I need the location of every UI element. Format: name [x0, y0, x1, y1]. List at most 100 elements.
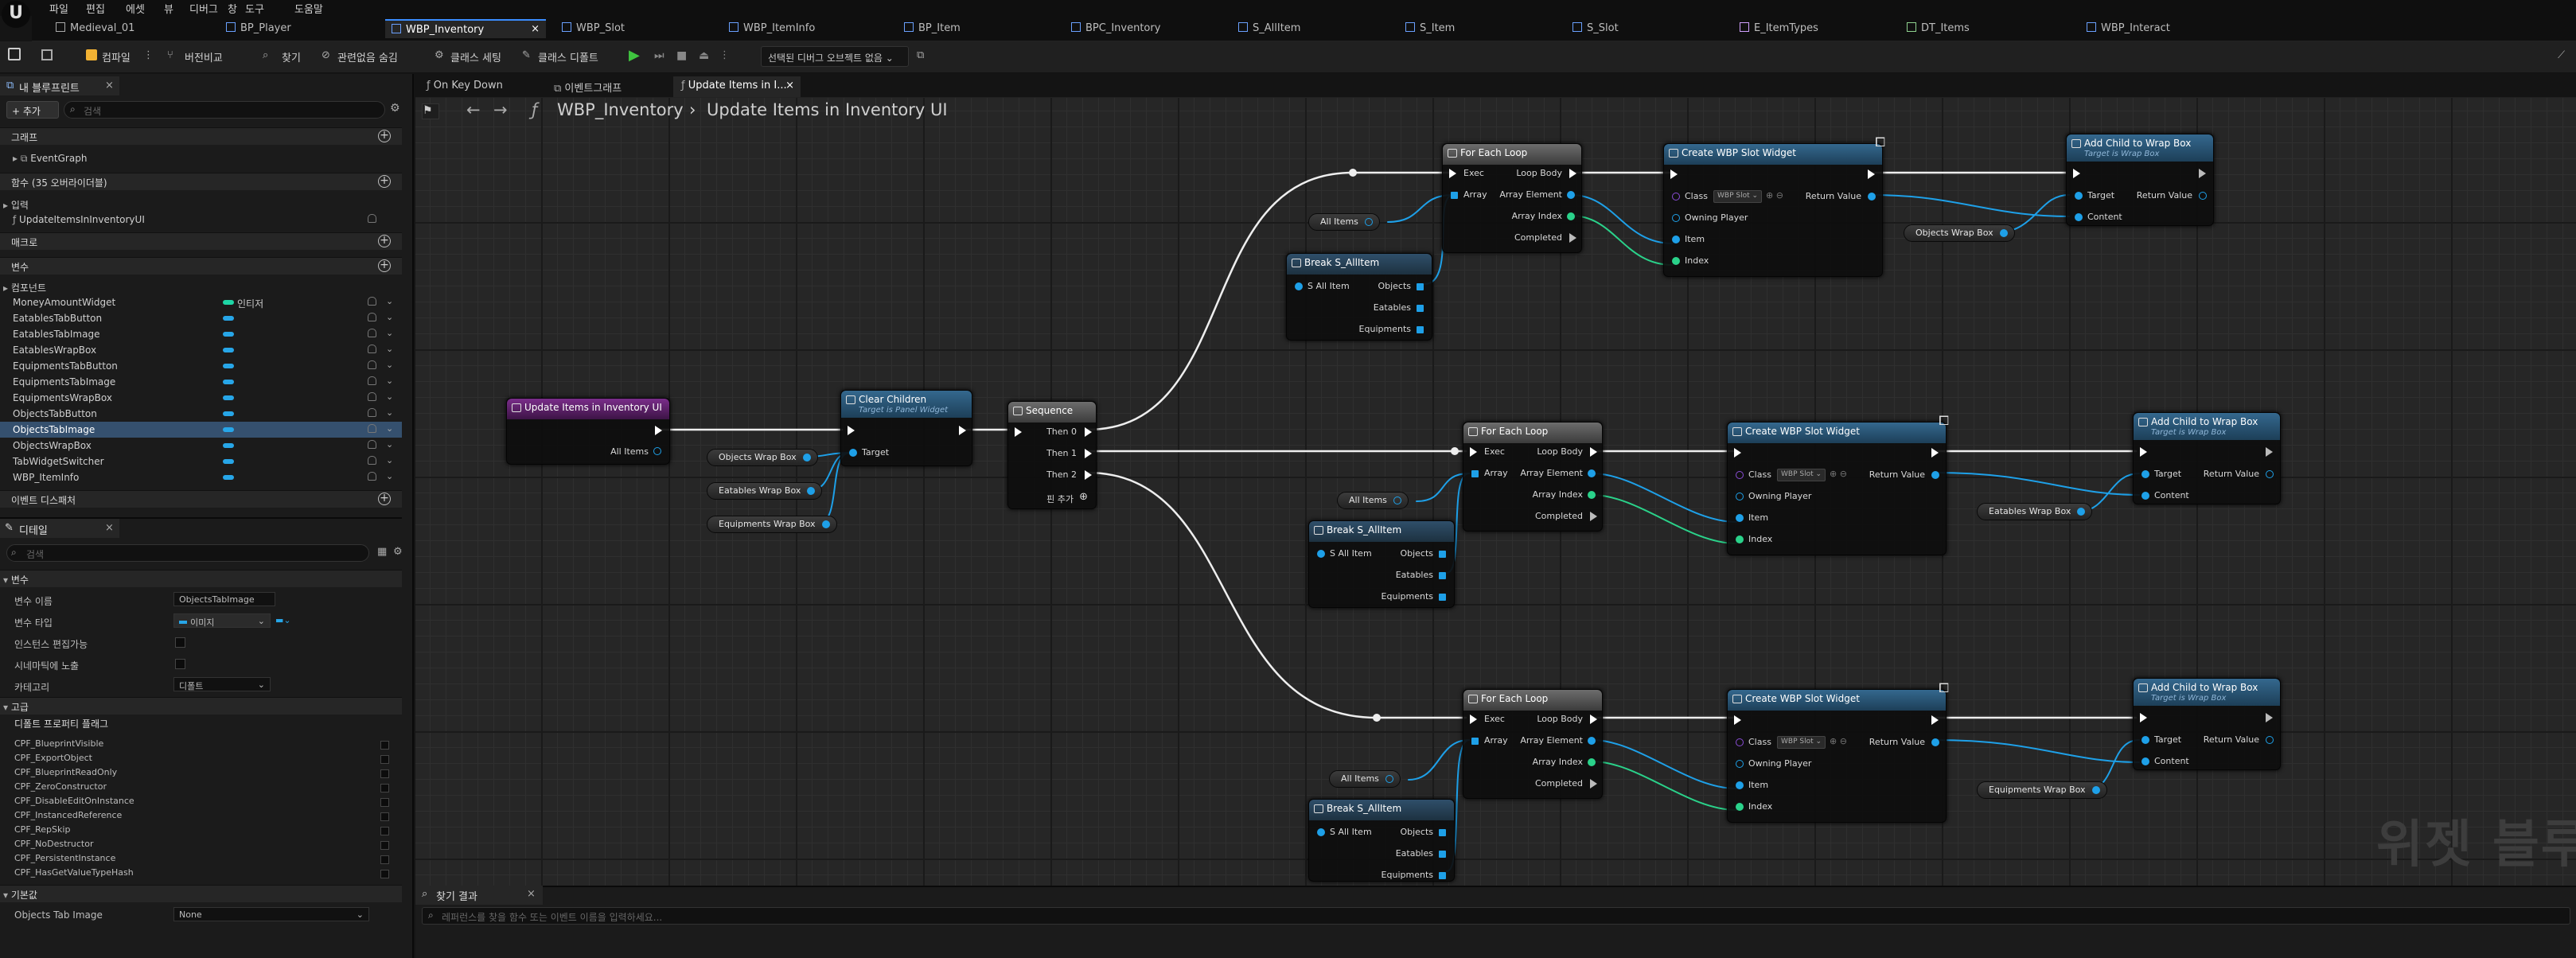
content-pin[interactable] [2075, 213, 2083, 221]
visibility-icon[interactable] [368, 440, 376, 449]
variable-item[interactable]: EatablesWrapBox⌄ [0, 342, 402, 358]
create-widget-node[interactable]: Create WBP Slot Widget ⧠ Class WBP Slot … [1663, 134, 1885, 277]
add-variable-icon[interactable]: + [378, 259, 391, 272]
output-pin[interactable] [821, 520, 830, 528]
instance-editable-checkbox[interactable] [175, 637, 185, 648]
exec-out-pin[interactable] [959, 426, 966, 435]
variable-details-section[interactable]: ▾ 변수 [0, 570, 402, 587]
exec-out-pin[interactable] [2199, 169, 2206, 178]
visibility-icon[interactable] [368, 424, 376, 433]
doc-tab-medieval[interactable]: Medieval_01 [49, 19, 141, 38]
objects-wrap-box-var[interactable]: Objects Wrap Box [1904, 224, 2015, 242]
doc-tab-wbp-iteminfo[interactable]: WBP_ItemInfo [723, 19, 821, 38]
close-tab-icon[interactable]: × [531, 23, 540, 35]
exec-in-pin[interactable] [2073, 169, 2080, 178]
variable-item[interactable]: EatablesTabButton⌄ [0, 310, 402, 326]
class-pin[interactable] [1736, 738, 1744, 746]
loop-body-pin[interactable] [1590, 447, 1597, 457]
chevron-down-icon[interactable]: ⌄ [386, 296, 394, 306]
class-defaults-button[interactable]: 클래스 디폴트 [538, 53, 598, 64]
add-dispatcher-icon[interactable]: + [378, 493, 391, 505]
target-pin[interactable] [2141, 470, 2149, 478]
index-pin[interactable] [1672, 257, 1680, 265]
item-pin[interactable] [1736, 514, 1744, 522]
equipments-pin[interactable] [1417, 326, 1424, 333]
for-each-loop-node[interactable]: For Each Loop Exec Array Loop Body Array… [1463, 422, 1603, 532]
eject-icon[interactable]: ⏏ [699, 49, 710, 62]
add-pin-label[interactable]: 핀 추가 [1046, 494, 1074, 504]
variable-item[interactable]: ObjectsWrapBox⌄ [0, 438, 402, 454]
doc-tab-wbp-slot[interactable]: WBP_Slot [555, 19, 631, 38]
function-entry-node[interactable]: Update Items in Inventory UI All Items [506, 398, 670, 465]
class-dropdown[interactable]: WBP Slot ⌄ [1713, 190, 1763, 203]
var-type-dropdown[interactable]: 이미지⌄ [173, 613, 271, 628]
function-item-updateitems[interactable]: ƒ UpdateItemsInInventoryUI [0, 212, 402, 228]
components-group[interactable]: ▸ 컴포넌트 [3, 282, 47, 294]
output-pin[interactable] [1393, 497, 1401, 504]
menu-debug[interactable]: 디버그 [189, 4, 218, 16]
doc-tab-bpc-inventory[interactable]: BPC_Inventory [1065, 19, 1167, 38]
doc-tab-wbp-interact[interactable]: WBP_Interact [2080, 19, 2177, 38]
default-value-section[interactable]: ▾ 기본값 [0, 885, 402, 902]
details-search-input[interactable]: 검색 [6, 544, 369, 562]
chevron-down-icon[interactable]: ⌄ [386, 407, 394, 418]
then2-pin[interactable] [1085, 470, 1092, 480]
visibility-icon[interactable] [368, 456, 376, 465]
doc-tab-wbp-inventory[interactable]: WBP_Inventory× [385, 19, 546, 38]
equipments-wrap-box-var[interactable]: Equipments Wrap Box [1977, 781, 2107, 799]
content-pin[interactable] [2141, 492, 2149, 500]
owning-player-pin[interactable] [1736, 760, 1744, 768]
variable-item-selected[interactable]: ObjectsTabImage⌄ [0, 422, 402, 438]
visibility-icon[interactable] [368, 214, 376, 223]
add-graph-icon[interactable]: + [378, 130, 391, 142]
output-pin[interactable] [2077, 508, 2086, 516]
chevron-down-icon[interactable]: ⌄ [386, 423, 394, 434]
break-allitem-node[interactable]: Break S_AllItem S All Item Objects Eatab… [1308, 520, 1455, 608]
array-index-pin[interactable] [1588, 758, 1596, 766]
exec-in-pin[interactable] [1734, 715, 1741, 725]
output-pin[interactable] [1385, 775, 1393, 783]
completed-pin[interactable] [1590, 779, 1597, 789]
unreal-logo-icon[interactable]: U [2, 1, 30, 28]
doc-tab-e-itemtypes[interactable]: E_ItemTypes [1733, 19, 1825, 38]
gear-icon[interactable]: ⚙ [390, 102, 400, 115]
close-tab-icon[interactable]: × [785, 80, 794, 92]
variable-item[interactable]: EquipmentsTabButton⌄ [0, 358, 402, 374]
exec-in-pin[interactable] [1015, 427, 1022, 437]
break-allitem-node[interactable]: Break S_AllItem S All Item Objects Eatab… [1308, 799, 1455, 882]
back-arrow-icon[interactable]: ← [466, 100, 481, 119]
class-dropdown[interactable]: WBP Slot ⌄ [1777, 469, 1826, 481]
output-pin[interactable] [1999, 229, 2008, 237]
menu-help[interactable]: 도움말 [294, 4, 323, 16]
exec-out-pin[interactable] [1931, 448, 1939, 458]
array-element-pin[interactable] [1588, 469, 1596, 477]
graph-item-eventgraph[interactable]: ▸ ⧉ EventGraph [0, 150, 402, 166]
close-icon[interactable]: × [105, 522, 114, 534]
chevron-down-icon[interactable]: ⌄ [386, 344, 394, 354]
objects-pin[interactable] [1417, 283, 1424, 290]
variable-item[interactable]: EatablesTabImage⌄ [0, 326, 402, 342]
equipments-pin[interactable] [1439, 594, 1446, 601]
exec-in-pin[interactable] [2140, 447, 2147, 457]
play-icon[interactable]: ▶ [629, 47, 640, 64]
bookmark-icon[interactable]: ⚑ [422, 103, 439, 119]
exec-in-pin[interactable] [2140, 713, 2147, 722]
doc-tab-s-slot[interactable]: S_Slot [1566, 19, 1625, 38]
play-options-icon[interactable]: ⋮ [719, 49, 730, 61]
graph-tab-event-graph[interactable]: ⧉ 이벤트그래프 [546, 76, 629, 97]
compile-icon[interactable] [86, 49, 97, 60]
exec-out-pin[interactable] [2266, 447, 2273, 457]
array-element-pin[interactable] [1567, 191, 1575, 199]
chevron-down-icon[interactable]: ⌄ [386, 391, 394, 402]
visibility-icon[interactable] [368, 329, 376, 337]
item-pin[interactable] [1672, 236, 1680, 243]
table-view-icon[interactable]: ▦ [377, 546, 388, 558]
content-pin[interactable] [2141, 757, 2149, 765]
find-results-tab[interactable] [415, 886, 543, 905]
for-each-loop-node[interactable]: For Each Loop Exec Array Loop Body Array… [1463, 689, 1603, 799]
struct-in-pin[interactable] [1295, 282, 1303, 290]
return-value-pin[interactable] [2266, 736, 2274, 744]
output-pin[interactable] [807, 487, 816, 495]
